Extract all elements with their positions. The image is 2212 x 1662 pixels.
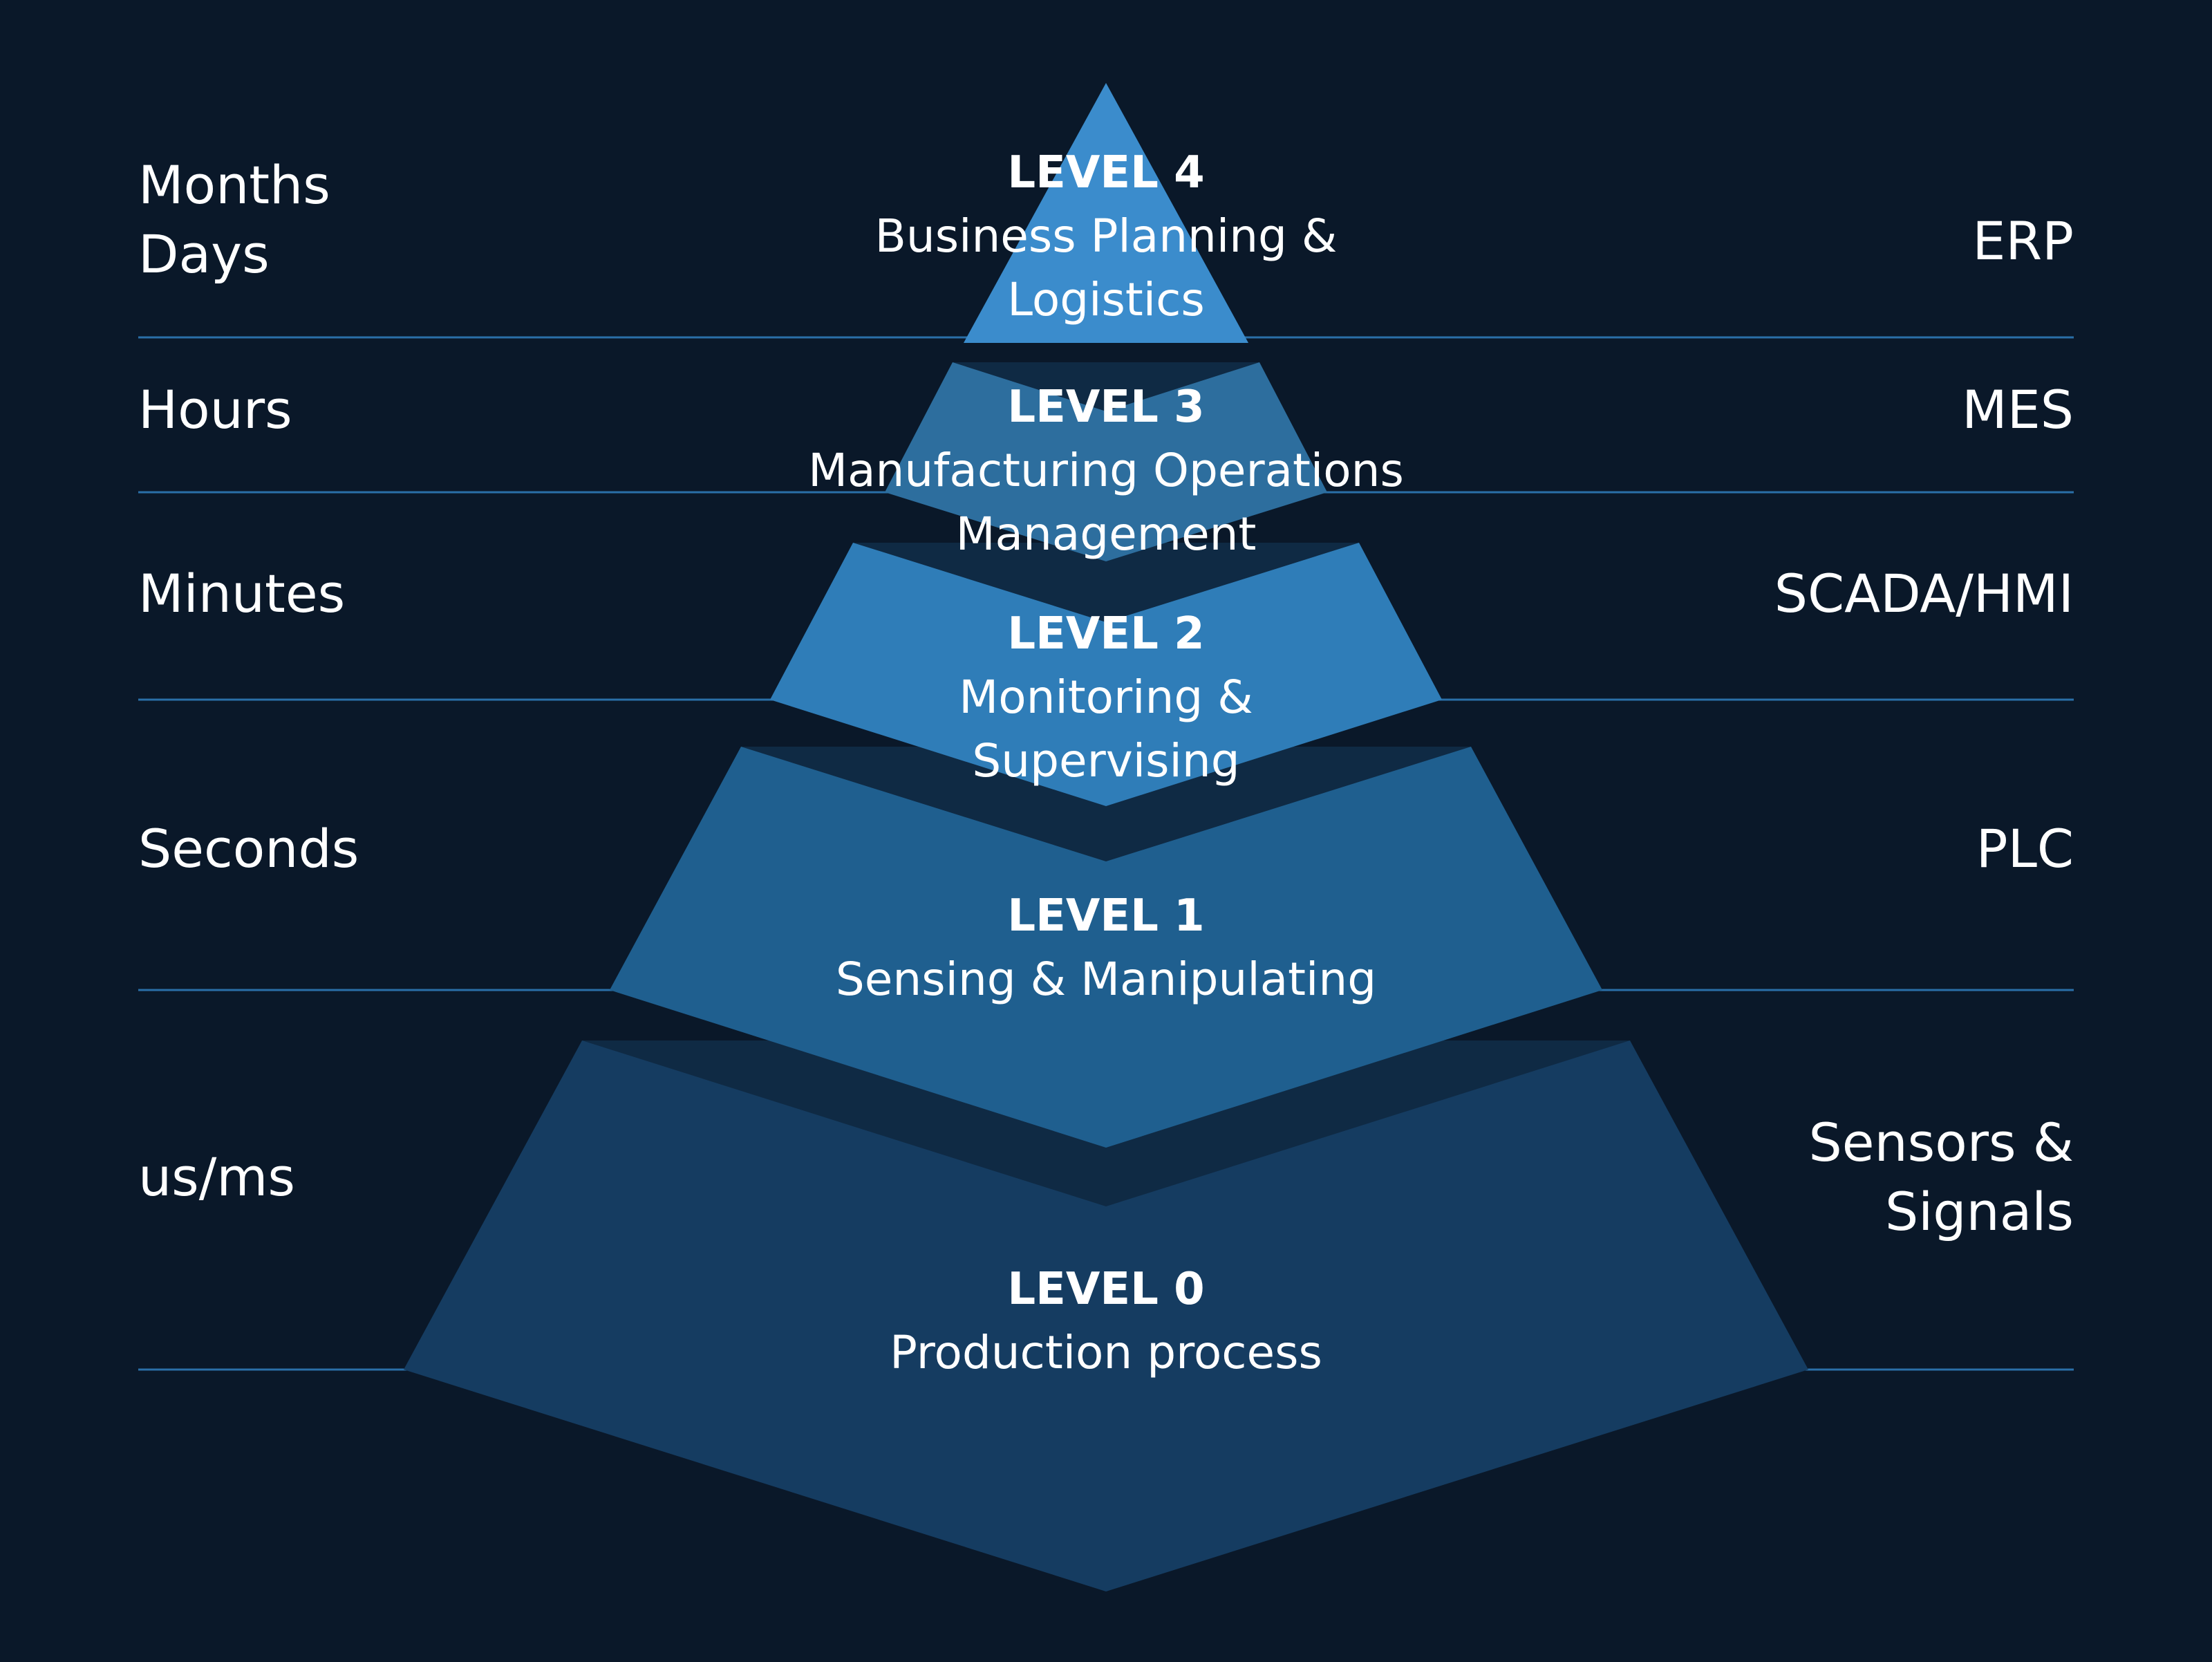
time-scale-line: us/ms (138, 1146, 295, 1208)
system-level2: SCADA/HMI (1774, 559, 2074, 628)
level-3-label: LEVEL 3 Manufacturing Operations Managem… (691, 375, 1521, 566)
level-title: LEVEL 3 (1007, 382, 1205, 433)
level-title: LEVEL 1 (1007, 890, 1205, 942)
system-line: ERP (1972, 210, 2074, 272)
system-level3: MES (1962, 375, 2074, 445)
system-line: Signals (1884, 1181, 2074, 1242)
level-title: LEVEL 0 (1007, 1264, 1205, 1315)
time-scale-line: Seconds (138, 818, 359, 879)
time-scale-line: Days (138, 223, 270, 285)
level-0-label: LEVEL 0 Production process (691, 1258, 1521, 1385)
level-4-label: LEVEL 4 Business Planning & Logistics (691, 141, 1521, 332)
pyramid-level-2-shape (770, 543, 1442, 806)
level-description: Sensing & Manipulating (835, 953, 1377, 1006)
level-description: Production process (890, 1326, 1322, 1379)
time-scale-level1: Seconds (138, 814, 359, 884)
level-description: Supervising (972, 734, 1240, 787)
pyramid-level-0-shape (404, 1040, 1808, 1591)
system-line: MES (1962, 379, 2074, 440)
level-title: LEVEL 4 (1007, 147, 1205, 198)
pyramid-level-3-shape (885, 362, 1327, 561)
system-line: SCADA/HMI (1774, 563, 2074, 624)
pyramid-level-3-shadow (953, 362, 1259, 411)
system-level0: Sensors & Signals (1808, 1108, 2074, 1246)
time-scale-level4: Months Days (138, 151, 330, 289)
time-scale-level0: us/ms (138, 1143, 295, 1212)
system-level1: PLC (1976, 814, 2074, 884)
level-description: Monitoring & (959, 671, 1253, 724)
system-line: PLC (1976, 818, 2074, 879)
time-scale-level3: Hours (138, 375, 292, 445)
system-line: Sensors & (1808, 1112, 2074, 1173)
pyramid-level-2-shadow (853, 543, 1359, 622)
time-scale-level2: Minutes (138, 559, 345, 628)
level-description: Management (955, 507, 1257, 561)
level-1-label: LEVEL 1 Sensing & Manipulating (691, 884, 1521, 1011)
time-scale-line: Hours (138, 379, 292, 440)
pyramid-level-4-shape (964, 83, 1248, 343)
pyramid-level-1-shape (610, 747, 1602, 1148)
level-description: Logistics (1007, 273, 1205, 326)
time-scale-line: Minutes (138, 563, 346, 624)
level-description: Manufacturing Operations (808, 444, 1404, 497)
system-level4: ERP (1972, 207, 2074, 276)
level-2-label: LEVEL 2 Monitoring & Supervising (691, 602, 1521, 793)
time-scale-line: Months (138, 154, 330, 216)
level-title: LEVEL 2 (1007, 608, 1205, 660)
level-description: Business Planning & (874, 209, 1338, 263)
